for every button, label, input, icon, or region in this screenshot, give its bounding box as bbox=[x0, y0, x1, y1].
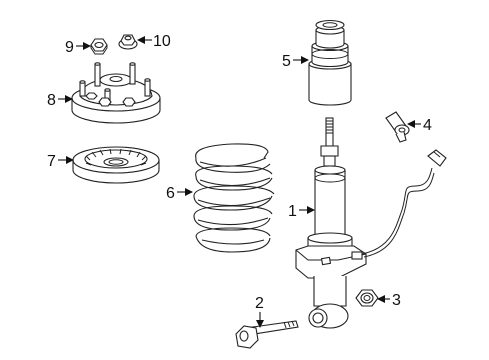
callout-1: 1 bbox=[288, 203, 315, 220]
upper-mount-part bbox=[71, 62, 161, 124]
mount-nut-part bbox=[90, 38, 108, 55]
callout-3: 3 bbox=[377, 292, 401, 309]
coil-spring-part bbox=[193, 143, 275, 253]
callout-label-5: 5 bbox=[282, 53, 291, 70]
flange-nut-part bbox=[118, 34, 138, 50]
callout-7: 7 bbox=[47, 153, 74, 170]
callout-label-1: 1 bbox=[288, 203, 297, 220]
spring-insulator-part bbox=[72, 146, 160, 184]
callout-label-4: 4 bbox=[423, 117, 432, 134]
callout-label-10: 10 bbox=[153, 33, 171, 50]
callout-label-3: 3 bbox=[392, 292, 401, 309]
callout-label-8: 8 bbox=[47, 92, 56, 109]
dust-boot-part bbox=[308, 19, 352, 106]
callout-label-2: 2 bbox=[255, 295, 264, 312]
callout-label-7: 7 bbox=[47, 153, 56, 170]
callout-5: 5 bbox=[282, 53, 309, 70]
strut-assembly-part bbox=[295, 117, 447, 329]
callout-8: 8 bbox=[47, 92, 73, 109]
callout-label-6: 6 bbox=[166, 185, 175, 202]
callout-9: 9 bbox=[65, 39, 91, 56]
lower-bolt-part bbox=[235, 320, 299, 349]
callout-label-9: 9 bbox=[65, 39, 74, 56]
callout-6: 6 bbox=[166, 185, 193, 202]
callout-4: 4 bbox=[407, 117, 432, 134]
callout-10: 10 bbox=[137, 33, 171, 50]
sensor-connector-part bbox=[385, 111, 410, 143]
callout-2: 2 bbox=[255, 295, 264, 328]
lower-nut-part bbox=[355, 289, 379, 307]
